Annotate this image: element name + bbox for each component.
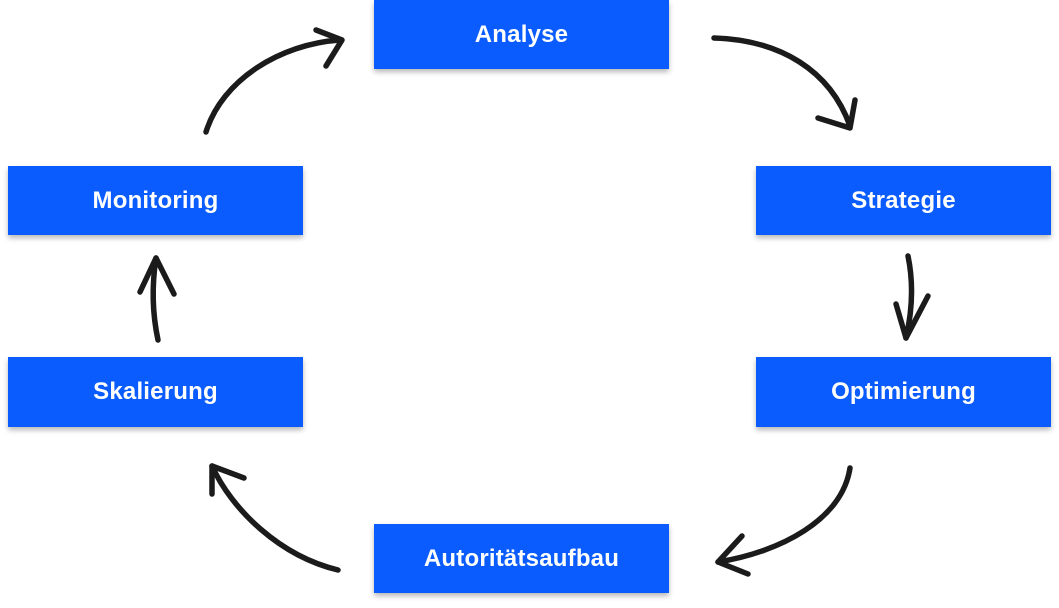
step-strategie: Strategie xyxy=(756,166,1051,235)
arrow-skalierung-to-monitoring xyxy=(137,255,177,343)
step-autoritaetsaufbau: Autoritätsaufbau xyxy=(374,524,669,593)
step-analyse: Analyse xyxy=(374,0,669,69)
step-monitoring-label: Monitoring xyxy=(92,186,219,214)
step-monitoring: Monitoring xyxy=(8,166,303,235)
arrow-strategie-to-optimierung xyxy=(893,253,931,341)
step-skalierung-label: Skalierung xyxy=(93,378,218,405)
arrow-autoritaet-to-skalierung xyxy=(209,463,341,573)
step-strategie-label: Strategie xyxy=(851,186,956,214)
arrow-optimierung-to-autoritaet xyxy=(715,465,853,577)
arrow-analyse-to-strategie xyxy=(711,35,858,131)
step-skalierung: Skalierung xyxy=(8,357,303,427)
step-optimierung-label: Optimierung xyxy=(831,378,976,405)
step-autoritaetsaufbau-label: Autoritätsaufbau xyxy=(423,544,620,572)
arrow-monitoring-to-analyse xyxy=(203,27,345,135)
step-analyse-label: Analyse xyxy=(474,20,569,48)
step-optimierung: Optimierung xyxy=(756,357,1051,427)
